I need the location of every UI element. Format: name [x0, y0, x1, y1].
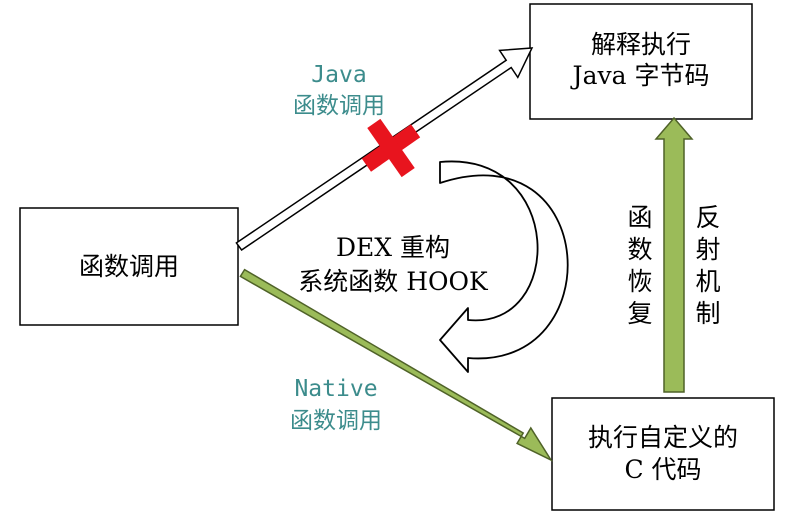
interpret-label-line1: 解释执行 [591, 30, 691, 59]
return-right-char-0: 反 [695, 203, 720, 232]
java-call-label-line1: Java [311, 62, 366, 88]
native-exec-label-line2: C 代码 [624, 455, 701, 484]
native-call-label-line2: 函数调用 [290, 408, 382, 434]
return-right-char-3: 制 [695, 299, 720, 328]
blocked-cross-icon [361, 118, 421, 178]
native-exec-label-line1: 执行自定义的 [588, 423, 738, 452]
return-left-char-3: 复 [627, 299, 652, 328]
return-right-char-2: 机 [695, 267, 720, 296]
return-left-char-2: 恢 [627, 267, 652, 296]
interpret-label-line2: Java 字节码 [570, 61, 710, 90]
native-call-label-line1: Native [294, 376, 377, 402]
center-label-line2: 系统函数 HOOK [298, 267, 489, 296]
return-right-char-1: 射 [695, 235, 720, 264]
interpret-box [529, 3, 753, 120]
center-label-line1: DEX 重构 [336, 233, 450, 262]
caller-label: 函数调用 [79, 252, 179, 281]
return-left-char-0: 函 [627, 203, 652, 232]
hook-curved-arrow [439, 160, 569, 373]
caller-box [19, 207, 239, 326]
native-exec-box [551, 397, 775, 511]
java-call-label-line2: 函数调用 [293, 93, 385, 119]
native-call-arrow [239, 268, 554, 462]
return-up-arrow [654, 116, 694, 393]
return-left-char-1: 数 [627, 235, 652, 264]
